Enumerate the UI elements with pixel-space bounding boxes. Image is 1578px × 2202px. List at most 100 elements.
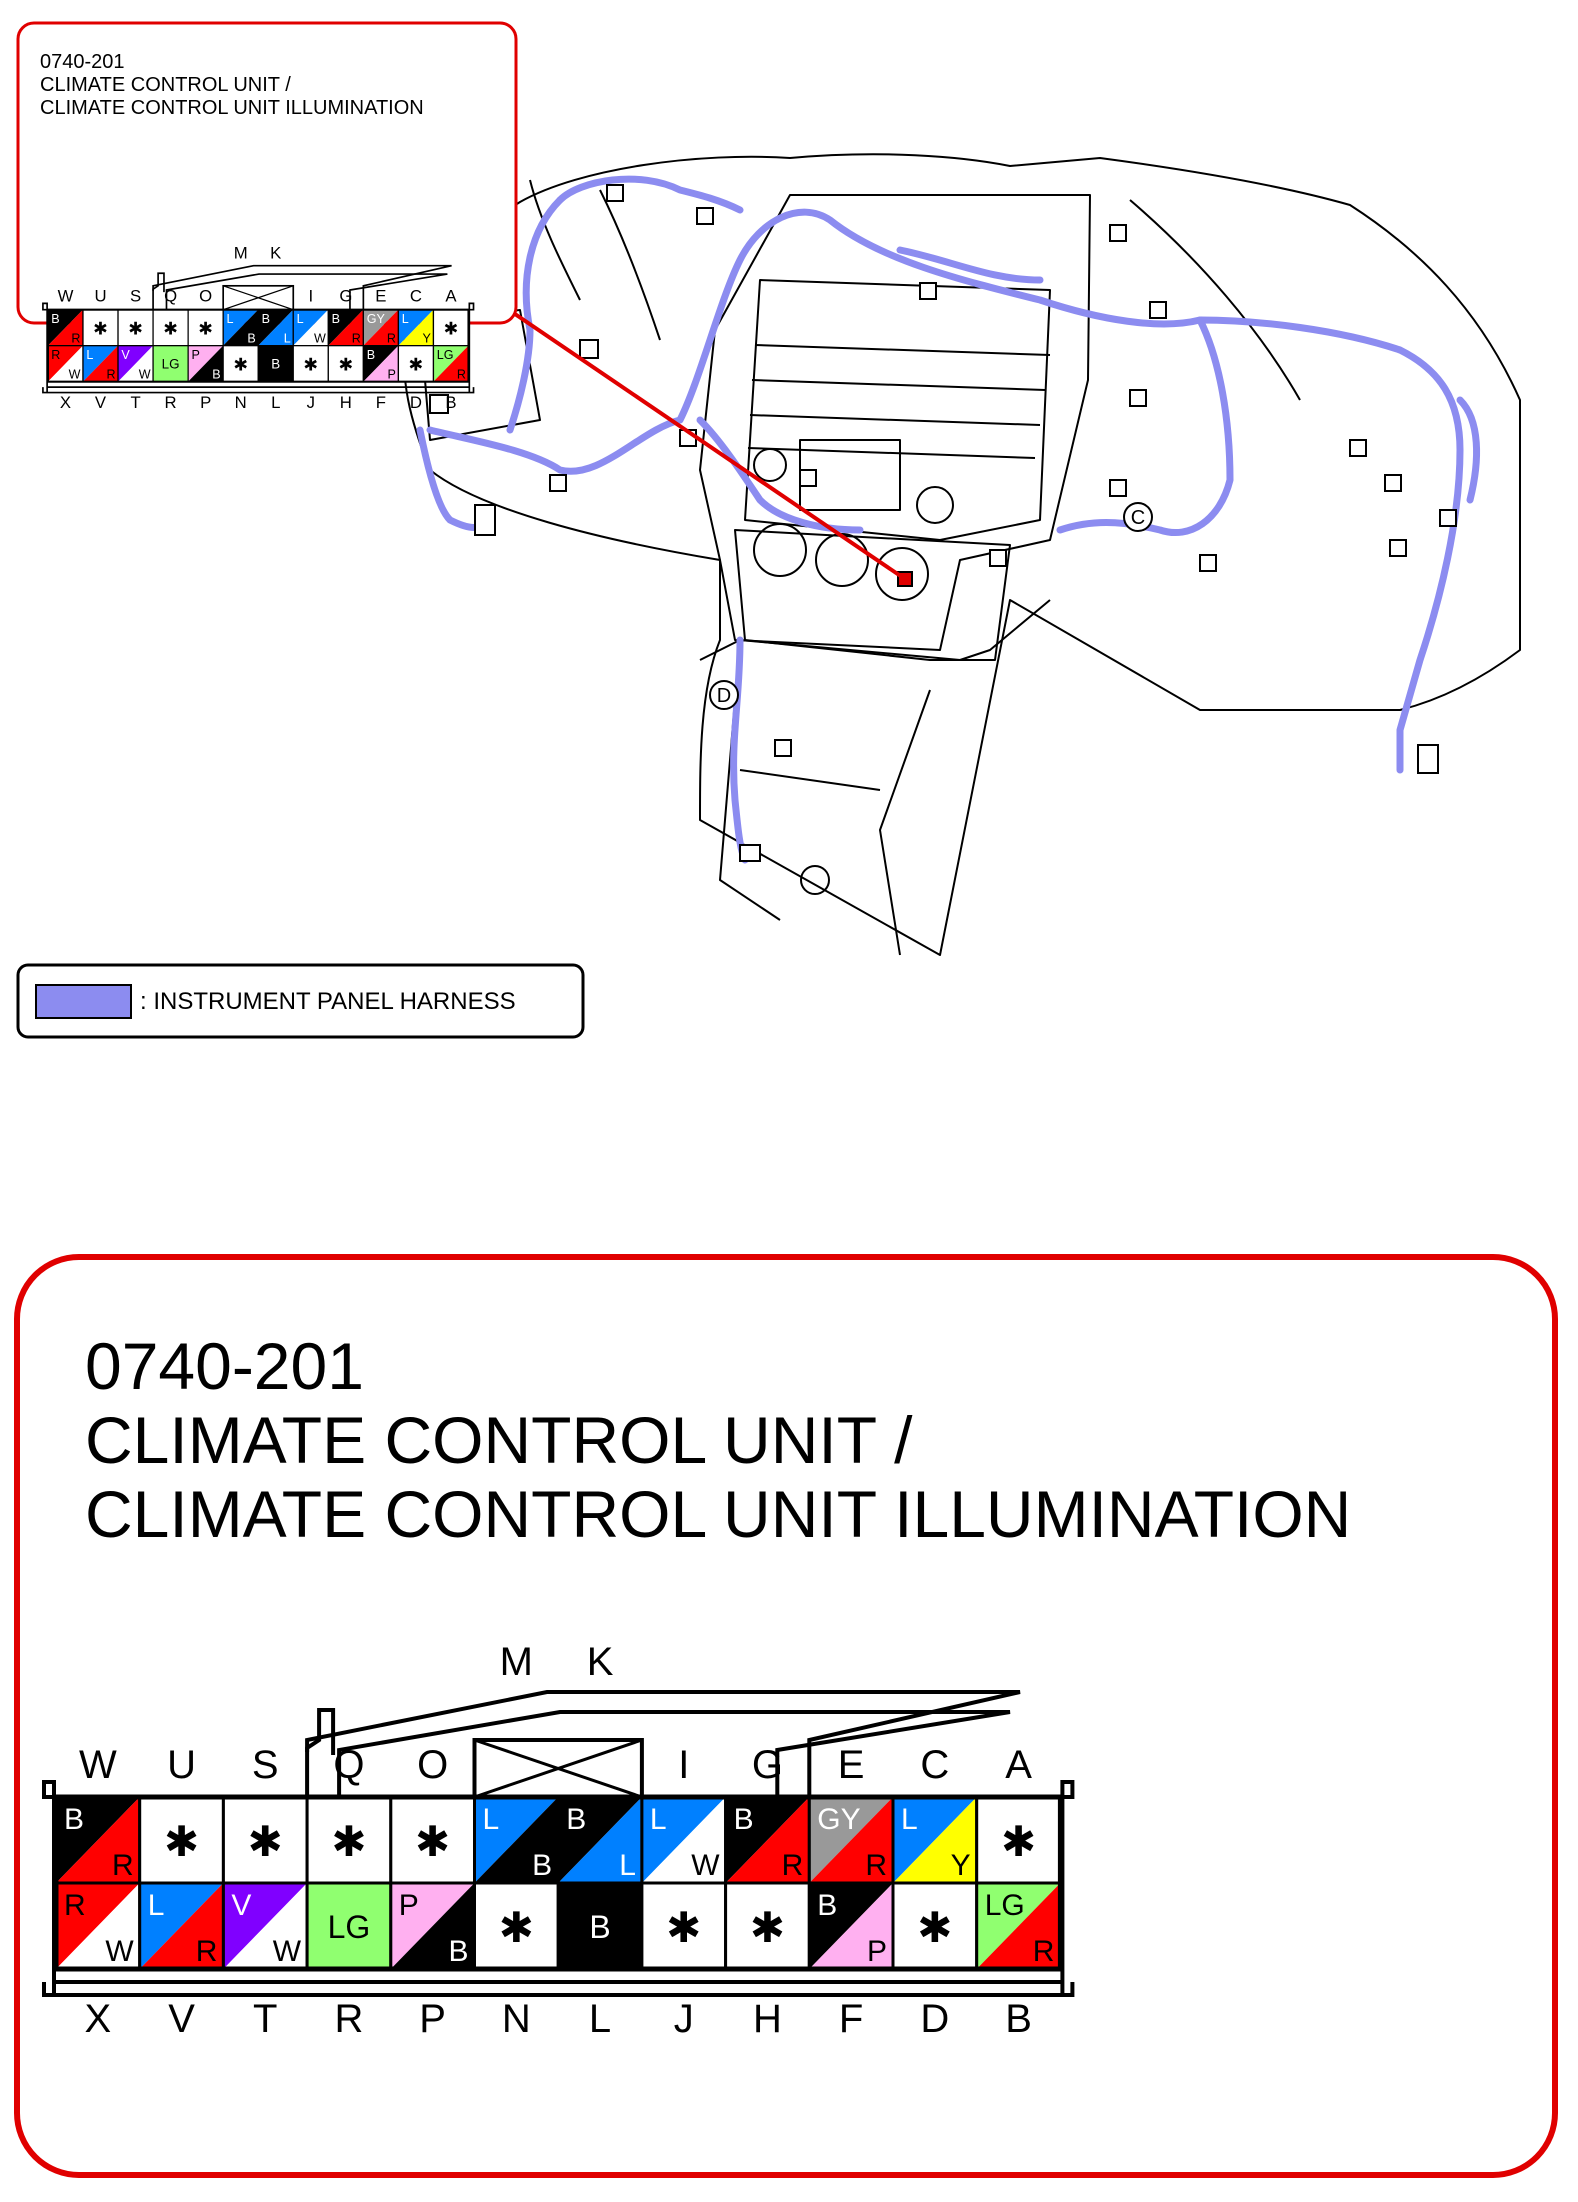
connector-title-line2: CLIMATE CONTROL UNIT ILLUMINATION [85,1477,1351,1551]
pin-wire-color-stripe: R [457,367,466,381]
pin-label-raised: K [270,244,281,263]
pin-label-bottom: B [1005,1997,1032,2041]
pin-cell [976,1797,1061,1883]
pin-U: ✱ [138,1795,225,1885]
pin-I: LW [292,309,329,347]
pin-color-b [809,1797,893,1883]
pin-K: BL [556,1795,644,1885]
harness-connectors [429,184,1457,862]
pin-empty-mark: ✱ [303,354,318,374]
pin-wire-color-stripe: R [782,1849,804,1882]
pin-wire-color: B [367,348,375,362]
pin-label-top: E [838,1743,865,1787]
pin-color-a [363,309,399,346]
pin-label-raised: M [234,244,248,263]
pin-cell [558,1883,642,1969]
callout-title-line1: CLIMATE CONTROL UNIT / [40,74,291,96]
pin-wire-color-stripe: W [139,367,151,381]
pin-label-bottom: L [589,1997,611,2041]
connector-shroud [305,1708,336,1797]
pin-color-b [56,1883,140,1969]
pin-wire-color-stripe: Y [951,1849,971,1882]
pin-label-top: C [920,1743,949,1787]
pin-color-a [82,345,119,382]
pin-empty-mark: ✱ [666,1904,701,1951]
pin-empty-mark: ✱ [248,1818,283,1865]
pin-wire-color: B [64,1803,84,1836]
pin-label-top: U [167,1743,196,1787]
pin-wire-color: LG [437,348,454,362]
pin-label-bottom: R [165,393,177,412]
pin-empty-mark: ✱ [93,318,108,338]
connector-shroud [152,272,165,310]
pin-label-top: Q [164,287,177,306]
callout-leader-line [510,310,907,581]
pin-color-a [398,309,434,346]
pin-wire-color: B [566,1803,586,1836]
pin-cell [398,345,434,382]
pin-C: LY [397,309,435,347]
location-marker-c: C [1123,502,1153,532]
pin-label-raised: M [500,1640,533,1684]
pin-wire-color-stripe: R [387,331,396,345]
pin-label-bottom: L [271,393,280,412]
pin-V: LR [138,1881,225,1971]
pin-wire-color: B [817,1889,837,1922]
pin-label-top: U [94,287,106,306]
pin-cell [188,309,224,346]
pin-color-a [363,345,399,382]
pin-empty-mark: ✱ [163,318,178,338]
pin-wire-color: L [402,312,409,326]
pin-wire-color: B [51,312,59,326]
pin-M: LB [473,1795,560,1885]
pin-U: ✱ [82,309,119,347]
pin-cell [307,1797,391,1883]
pin-label-bottom: V [95,393,107,412]
pin-color-b [139,1883,224,1969]
pin-color-a [809,1797,893,1883]
pin-T: VW [221,1881,309,1971]
pin-A: ✱ [432,309,470,347]
pin-cell [223,345,259,382]
connector-body [53,1794,1063,1972]
pin-cell [893,1883,977,1969]
connector-latch [42,302,475,394]
pin-wire-color: L [227,312,234,326]
connector-lock-outer [305,1690,1021,1797]
pin-wire-color: B [271,357,280,372]
pin-wire-color: L [901,1803,918,1836]
pin-empty-mark: ✱ [233,354,248,374]
pin-B: LGR [432,345,470,383]
pin-label-bottom: F [376,393,386,412]
pin-color-b [293,309,329,346]
pin-wire-color: LG [985,1889,1025,1922]
pin-wire-color-stripe: R [196,1935,218,1968]
pin-cell [293,345,329,382]
pin-cell [118,309,154,346]
pin-label-bottom: P [419,1997,446,2041]
pin-R: LG [305,1881,393,1971]
pin-wire-color: L [148,1889,165,1922]
pin-color-b [258,309,294,346]
pin-P: PB [389,1881,476,1971]
pin-label-bottom: D [920,1997,949,2041]
pin-color-b [390,1883,475,1969]
harness-legend: : INSTRUMENT PANEL HARNESS [16,963,585,1039]
pin-label-top: O [199,287,212,306]
pin-cell [82,309,119,346]
pin-wire-color: R [51,348,60,362]
location-marker-d: D [709,680,739,710]
pin-color-a [893,1797,977,1883]
pin-L: B [257,345,294,383]
pin-cell [725,1883,810,1969]
pin-label-top: O [417,1743,448,1787]
pin-K: BL [257,309,294,347]
pin-wire-color-stripe: W [314,331,326,345]
pin-label-top: W [79,1743,117,1787]
connector-face: BR✱✱✱✱LBBLLWBRGYRLY✱RWLRVWLGPB✱B✱✱BP✱LGR… [42,1640,1075,2041]
pin-color-a [258,309,294,346]
pin-color-b [976,1883,1061,1969]
pin-wire-color: GY [817,1803,860,1836]
pin-empty-mark: ✱ [444,318,459,338]
pin-label-top: G [752,1743,783,1787]
